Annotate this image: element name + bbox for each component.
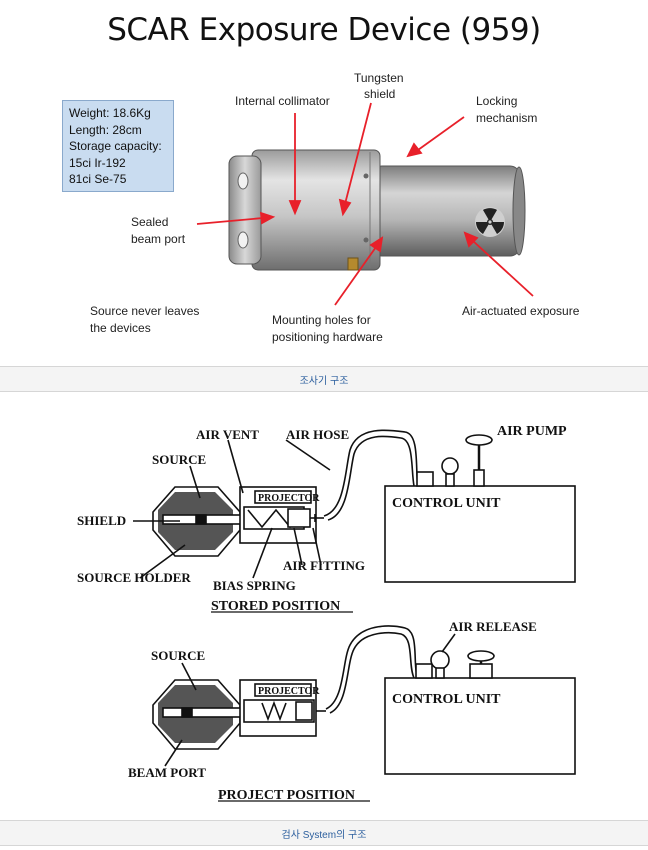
front-flange bbox=[228, 155, 262, 265]
label-control-unit: CONTROL UNIT bbox=[392, 496, 501, 511]
spec-length: Length: 28cm bbox=[69, 122, 142, 137]
air-release-valve-icon bbox=[430, 650, 450, 670]
label-project-position: PROJECT POSITION bbox=[218, 788, 355, 803]
source-pellet-stored bbox=[195, 514, 207, 525]
label-sealed-2: beam port bbox=[131, 232, 186, 246]
label-tungsten-shield-2: shield bbox=[364, 87, 396, 101]
label-air-pump: AIR PUMP bbox=[497, 424, 567, 439]
label-air-fitting: AIR FITTING bbox=[283, 558, 365, 573]
label-air-vent: AIR VENT bbox=[196, 427, 259, 442]
label-air-release: AIR RELEASE bbox=[449, 619, 537, 634]
page-title: SCAR Exposure Device (959) bbox=[107, 12, 541, 48]
spec-ir192: 15ci Ir-192 bbox=[69, 155, 126, 170]
control-unit-project bbox=[384, 677, 576, 775]
air-hose-project bbox=[325, 625, 419, 710]
control-unit-stored bbox=[384, 485, 576, 583]
label-mounting-2: positioning hardware bbox=[272, 330, 383, 344]
radiation-symbol-icon bbox=[475, 207, 505, 237]
label-mounting-1: Mounting holes for bbox=[272, 313, 371, 327]
label-never-leaves-1: Source never leaves bbox=[90, 304, 200, 318]
label-projector-2: PROJECTOR bbox=[258, 686, 320, 697]
air-fitting-part bbox=[347, 257, 359, 271]
label-source-holder: SOURCE HOLDER bbox=[77, 570, 191, 585]
air-hose-stored bbox=[323, 429, 419, 517]
label-locking-1: Locking bbox=[476, 94, 518, 108]
label-projector: PROJECTOR bbox=[258, 493, 320, 504]
gauge-icon bbox=[441, 457, 459, 475]
label-internal-collimator: Internal collimator bbox=[235, 94, 330, 108]
spec-se75: 81ci Se-75 bbox=[69, 172, 127, 186]
label-air-actuated: Air-actuated exposure bbox=[462, 304, 580, 318]
spec-weight: Weight: 18.6Kg bbox=[69, 106, 151, 120]
caption-device-structure: 조사기 구조 bbox=[0, 366, 648, 392]
label-locking-2: mechanism bbox=[476, 111, 538, 125]
label-source: SOURCE bbox=[152, 452, 206, 467]
label-stored-position: STORED POSITION bbox=[211, 599, 340, 614]
label-sealed-1: Sealed bbox=[131, 215, 169, 229]
caption-system-structure: 검사 System의 구조 bbox=[0, 820, 648, 846]
label-shield: SHIELD bbox=[77, 513, 126, 528]
label-source-2: SOURCE bbox=[151, 648, 205, 663]
label-bias-spring: BIAS SPRING bbox=[213, 578, 296, 593]
label-beam-port: BEAM PORT bbox=[128, 765, 206, 780]
label-control-unit-2: CONTROL UNIT bbox=[392, 692, 501, 707]
device-illustration bbox=[196, 102, 534, 306]
main-body bbox=[251, 149, 381, 271]
spec-storage: Storage capacity: bbox=[69, 139, 162, 153]
system-schematic-panel: AIR VENT AIR HOSE AIR PUMP SOURCE PROJEC… bbox=[0, 393, 648, 819]
label-never-leaves-2: the devices bbox=[90, 321, 151, 335]
device-photo-panel: SCAR Exposure Device (959) Weight: 18.6K… bbox=[0, 0, 648, 366]
system-schematic: AIR VENT AIR HOSE AIR PUMP SOURCE PROJEC… bbox=[77, 424, 576, 803]
label-tungsten-shield-1: Tungsten bbox=[354, 71, 404, 85]
label-air-hose: AIR HOSE bbox=[286, 427, 349, 442]
spec-box: Weight: 18.6Kg Length: 28cm Storage capa… bbox=[62, 100, 174, 192]
air-pump-handle-icon bbox=[465, 434, 493, 446]
source-pellet-project bbox=[181, 707, 193, 718]
